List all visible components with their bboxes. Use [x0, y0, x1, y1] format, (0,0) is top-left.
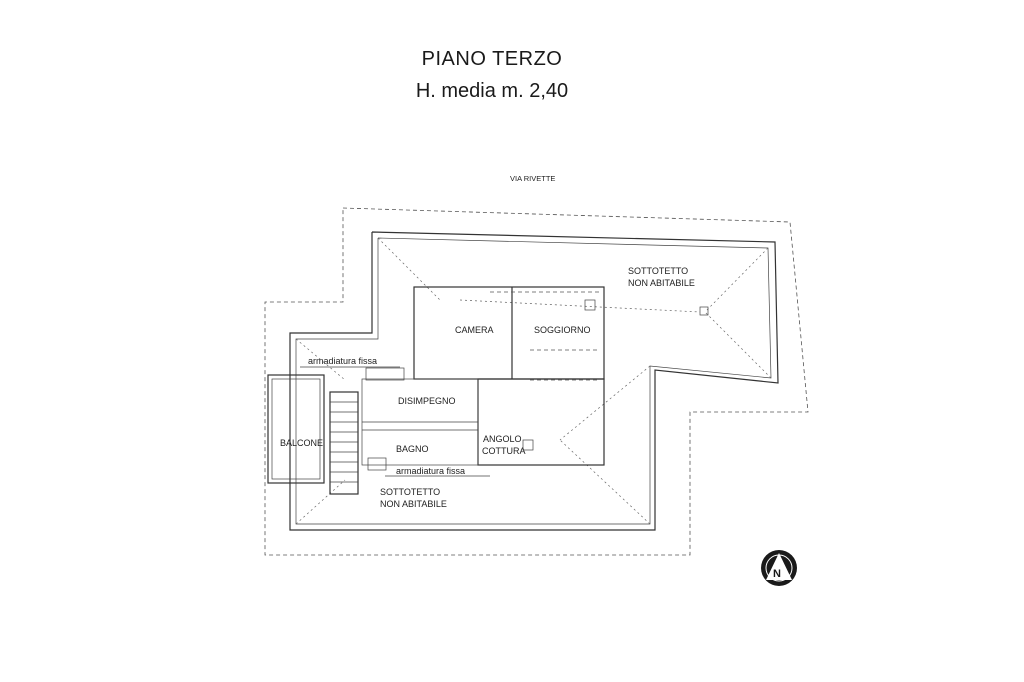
street-label: VIA RIVETTE	[510, 174, 555, 183]
balcony	[267, 374, 325, 484]
room-balcone: BALCONE	[280, 438, 323, 448]
outer-walls	[289, 231, 779, 531]
sottotetto-top-line1: SOTTOTETTO	[628, 266, 688, 276]
fixtures	[490, 291, 709, 451]
apartment-walls	[361, 286, 605, 471]
plan-subtitle: H. media m. 2,40	[415, 80, 569, 102]
room-angolo-line1: ANGOLO	[483, 434, 522, 444]
room-soggiorno: SOGGIORNO	[534, 325, 591, 335]
north-label: N	[773, 568, 781, 580]
plan-title: PIANO TERZO	[421, 48, 563, 70]
sottotetto-top-line2: NON ABITABILE	[628, 278, 695, 288]
room-angolo-line2: COTTURA	[482, 446, 526, 456]
staircase	[329, 391, 359, 495]
roof-hips	[295, 237, 772, 525]
armadiatura-bottom: armadiatura fissa	[396, 466, 465, 476]
sottotetto-bottom-line2: NON ABITABILE	[380, 499, 447, 509]
sottotetto-bottom-line1: SOTTOTETTO	[380, 487, 440, 497]
room-camera: CAMERA	[455, 325, 494, 335]
room-disimpegno: DISIMPEGNO	[398, 396, 456, 406]
room-bagno: BAGNO	[396, 444, 429, 454]
armadiatura-top: armadiatura fissa	[308, 356, 377, 366]
roof-outline	[264, 207, 809, 556]
north-arrow-icon: N	[761, 550, 797, 586]
